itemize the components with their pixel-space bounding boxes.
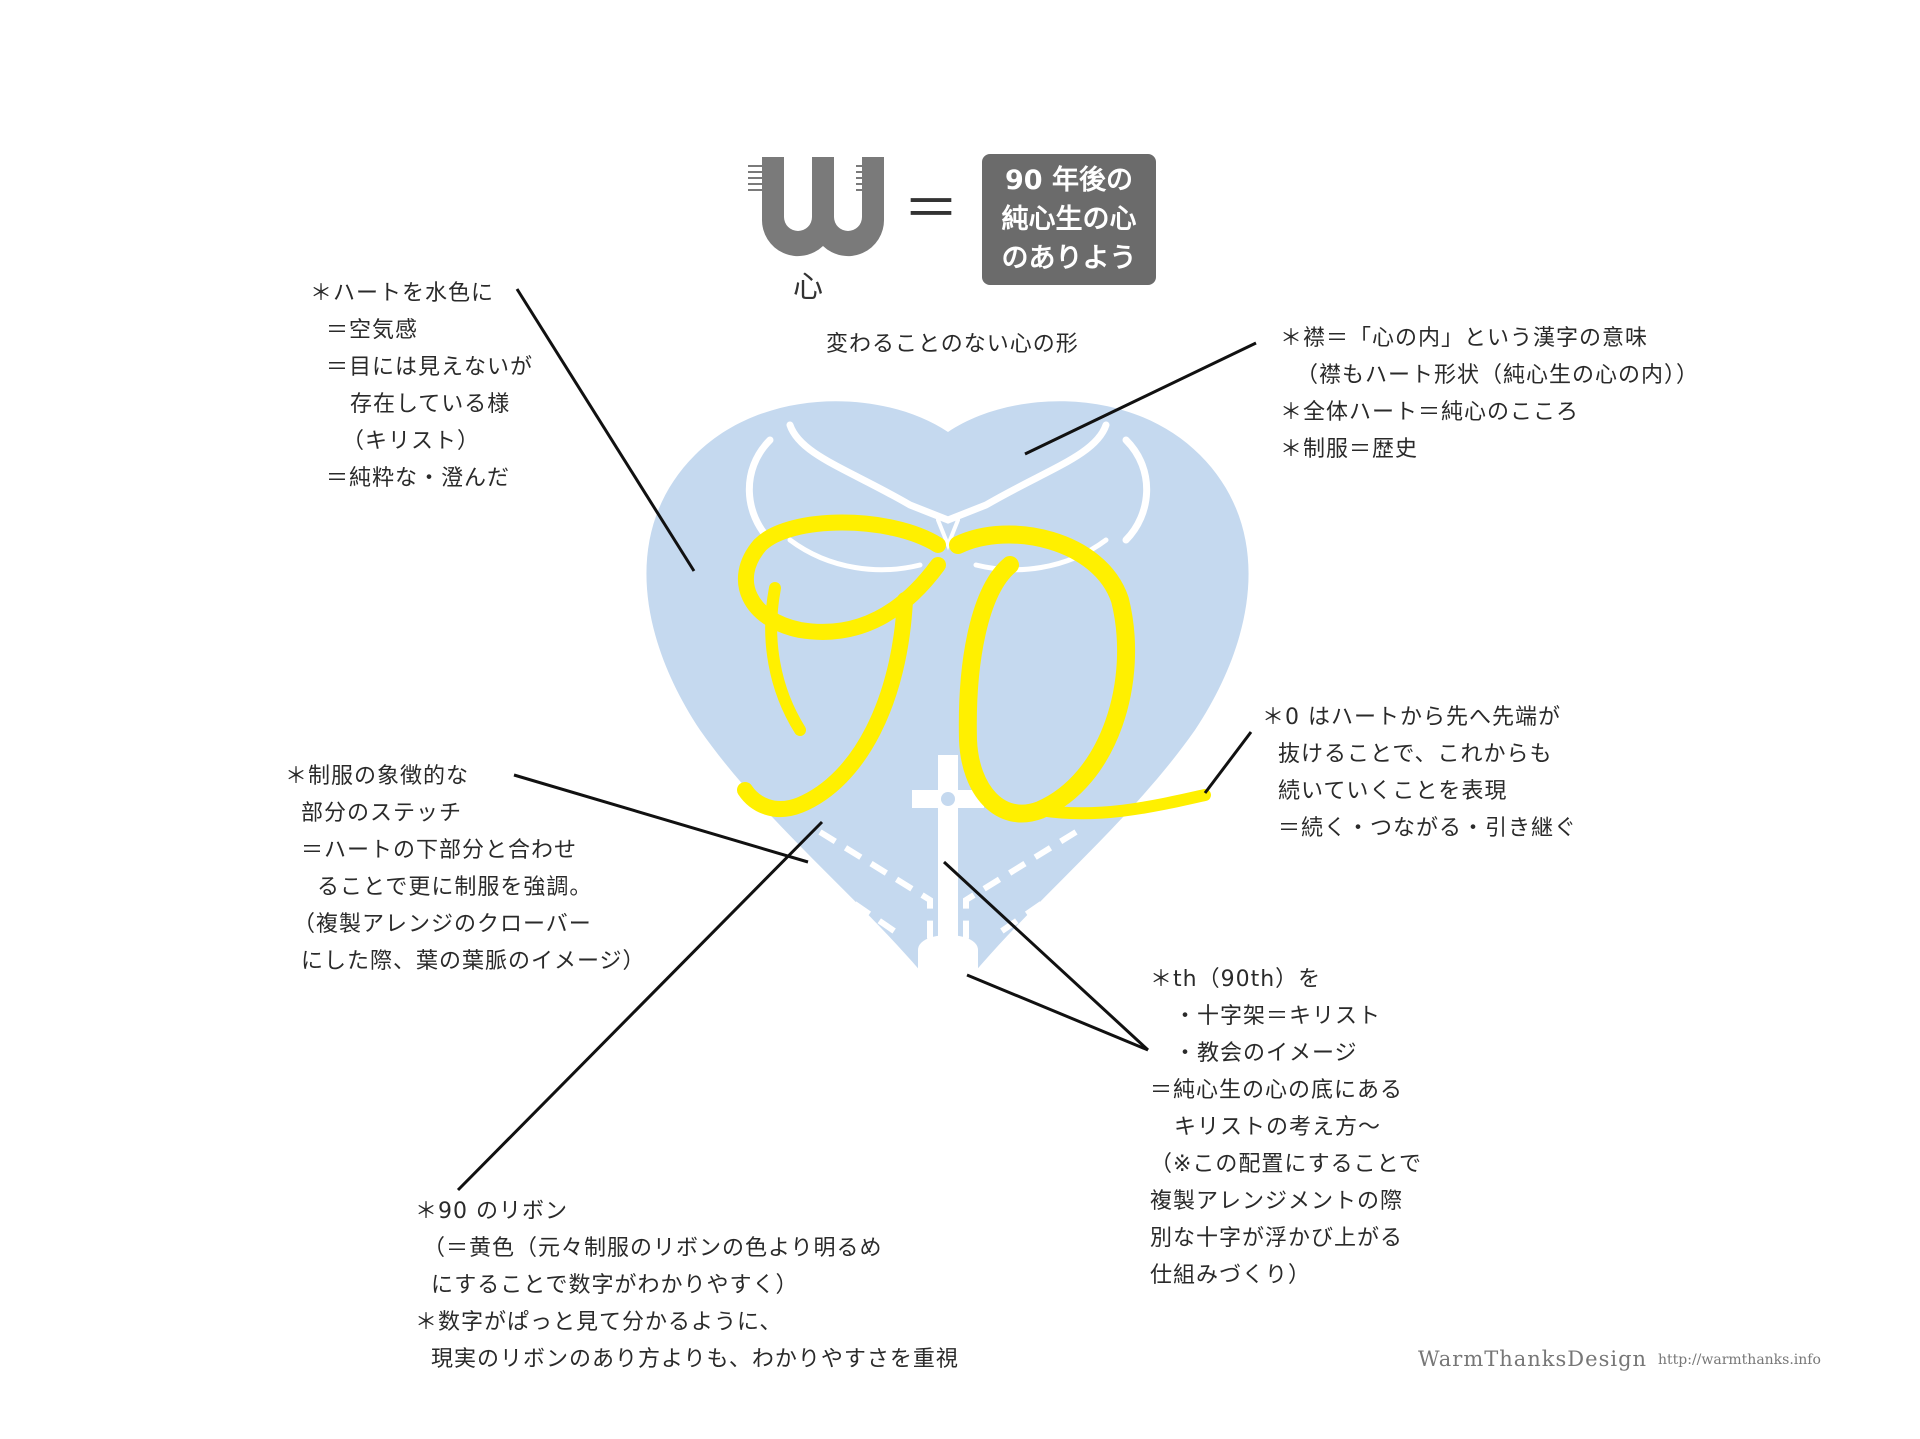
kokoro-label: 心 — [793, 270, 823, 305]
title-line-2: 純心生の心 — [1001, 204, 1137, 235]
note-zero: ＊0 はハートから先へ先端が 抜けることで、これからも 続いていくことを表現 ＝… — [1262, 705, 1577, 841]
note-heart-color: ＊ハートを水色に ＝空気感 ＝目には見えないが 存在している様 （キリスト） ＝… — [310, 281, 533, 491]
title-line-1: 90 年後の — [1005, 165, 1133, 196]
brand-name: WarmThanksDesign — [1418, 1347, 1648, 1371]
cross-th-icon — [912, 755, 984, 1010]
title-line-3: のありよう — [1001, 243, 1137, 274]
equals-sign: ＝ — [903, 177, 959, 242]
collar-lines — [745, 421, 1151, 573]
ribbon-90 — [737, 514, 1211, 823]
subtitle: 変わることのない心の形 — [826, 332, 1079, 357]
brand-url: http://warmthanks.info — [1658, 1352, 1821, 1368]
title-box: 90 年後の 純心生の心 のありよう — [982, 154, 1156, 285]
heart-shape — [646, 401, 1249, 1005]
note-ribbon: ＊90 のリボン （＝黄色（元々制服のリボンの色より明るめ にすることで数字がわ… — [415, 1199, 959, 1372]
w-logo-icon — [748, 157, 885, 257]
note-th: ＊th（90th）を ・十字架＝キリスト ・教会のイメージ ＝純心生の心の底にあ… — [1150, 967, 1422, 1288]
note-collar: ＊襟＝「心の内」という漢字の意味 （襟もハート形状（純心生の心の内）） ＊全体ハ… — [1280, 326, 1699, 462]
note-stitch: ＊制服の象徴的な 部分のステッチ ＝ハートの下部分と合わせ ることで更に制服を強… — [285, 764, 646, 974]
callout-lines — [456, 288, 1257, 1192]
